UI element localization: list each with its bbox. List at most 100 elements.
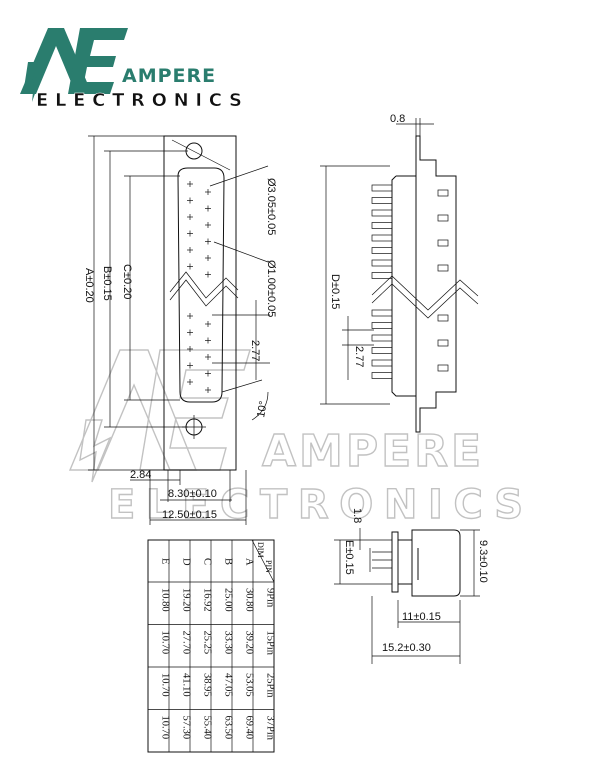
side-pin — [371, 309, 449, 322]
side-pin — [371, 234, 449, 247]
pin-icon — [205, 255, 211, 261]
side-view: 0.8 D±0.15 2.77 — [320, 113, 479, 433]
table-cell: 27.70 — [181, 631, 192, 655]
table-cell: 38.95 — [202, 673, 213, 697]
table-corner-dim: DIM — [256, 542, 265, 558]
side-pin — [371, 247, 393, 254]
table-corner-diagonal — [251, 539, 275, 583]
side-pin — [371, 209, 449, 222]
pin-icon — [205, 189, 211, 195]
table-cell: 30.80 — [244, 588, 255, 612]
pin-icon — [205, 222, 211, 228]
side-body — [391, 175, 416, 397]
table-cell: 69.40 — [244, 716, 255, 740]
table-cell: 10.70 — [160, 673, 171, 697]
end-body — [411, 529, 461, 597]
pin-icon — [187, 214, 193, 220]
dim-d-label: D±0.15 — [329, 274, 341, 309]
pin-icon — [187, 247, 193, 253]
table-cell: 25.25 — [202, 631, 213, 655]
side-pin — [371, 272, 393, 279]
table-column-header: 9Pin — [265, 588, 276, 608]
side-pin — [371, 197, 393, 204]
table-cell: 10.80 — [160, 588, 171, 612]
body-height-label: 9.3±0.10 — [477, 540, 489, 583]
side-pin — [371, 322, 393, 329]
pin-icon — [187, 197, 193, 204]
shell-height-label: 1.8 — [351, 508, 363, 523]
table-cell: 55.40 — [202, 716, 213, 740]
pin-icon — [187, 329, 193, 336]
pin-icon — [187, 362, 193, 369]
mount-hole-label: Ø3.05±0.05 — [265, 178, 277, 235]
table-column-header: 15Pin — [265, 631, 276, 656]
dim-a-label: A±0.20 — [83, 268, 95, 303]
pin-diameter-label: Ø1.00±0.05 — [265, 260, 277, 317]
watermark-line1: AMPERE — [262, 426, 484, 477]
table-cell: 39.20 — [244, 631, 255, 655]
dim-e-label: E±0.15 — [343, 540, 355, 575]
total-depth-label: 15.2±0.30 — [382, 642, 431, 654]
logo-name-line1: AMPERE — [122, 65, 216, 87]
end-view: 1.8 E±0.15 9.3±0.10 11±0.15 15.2±0.30 — [334, 508, 489, 664]
table-cell: 10.70 — [160, 631, 171, 655]
side-pin — [371, 359, 449, 372]
pin-icon — [187, 346, 193, 352]
table-cell: 19.20 — [181, 588, 192, 612]
pin-icon — [205, 238, 211, 245]
logo-bolt-icon — [24, 62, 42, 102]
end-flange — [391, 531, 399, 593]
table-cell: 33.30 — [223, 631, 234, 655]
table-column-header: 37Pin — [265, 716, 276, 741]
pin-icon — [205, 205, 211, 212]
depth-label: 11±0.15 — [402, 611, 441, 623]
pin-icon — [187, 230, 193, 237]
side-pin — [371, 334, 449, 347]
pin-icon — [205, 271, 211, 278]
table-corner-pin: PIN — [264, 560, 273, 573]
pin-icon — [187, 313, 193, 319]
front-view: Ø3.05±0.05 Ø1.00±0.05 A±0.20 B±0.15 C±0.… — [83, 135, 277, 525]
table-cell: 57.30 — [181, 716, 192, 740]
table-cell: 25.00 — [223, 588, 234, 612]
side-pitch-label: 2.77 — [353, 346, 365, 367]
pin-icon — [205, 387, 211, 393]
logo-mark: AMPERE ELECTRONICS — [20, 28, 242, 111]
pin-icon — [187, 263, 193, 270]
table-cell: 10.70 — [160, 716, 171, 740]
table-column-header: 25Pin — [265, 673, 276, 698]
pin-icon — [205, 354, 211, 360]
outer-width-label: 12.50±0.15 — [162, 509, 217, 521]
side-pin — [371, 372, 393, 379]
pin-icon — [187, 379, 193, 385]
logo: AMPERE ELECTRONICS — [18, 22, 248, 112]
table-cell: 16.92 — [202, 588, 213, 612]
pin-icon — [205, 321, 211, 327]
dim-c-label: C±0.20 — [121, 264, 133, 299]
table-cell: 47.05 — [223, 673, 234, 697]
d-shell — [177, 167, 225, 403]
side-flange — [415, 135, 457, 433]
inner-width-label: 8.30±0.10 — [168, 488, 217, 500]
table-row-label: D — [181, 558, 192, 566]
front-pitch-label: 2.77 — [249, 340, 261, 361]
flange-outline — [163, 135, 237, 471]
pin-icon — [205, 370, 211, 377]
angle-label: 10° — [255, 400, 270, 418]
watermark: AMPERE ELECTRONICS — [68, 349, 524, 529]
pin-icon — [205, 337, 211, 344]
table-cell: 41.10 — [181, 673, 192, 697]
table-row-label: A — [244, 558, 255, 566]
table-cell: 63.50 — [223, 716, 234, 740]
table-cell: 53.05 — [244, 673, 255, 697]
side-pin — [371, 222, 393, 229]
logo-letter-e — [68, 28, 128, 94]
table-row-label: E — [160, 558, 171, 564]
side-pin — [371, 184, 449, 197]
table-row-label: B — [223, 558, 234, 565]
offset-label: 2.84 — [130, 469, 151, 481]
dim-b-label: B±0.15 — [101, 266, 113, 301]
side-pin — [371, 347, 393, 354]
pin-icon — [187, 181, 193, 187]
